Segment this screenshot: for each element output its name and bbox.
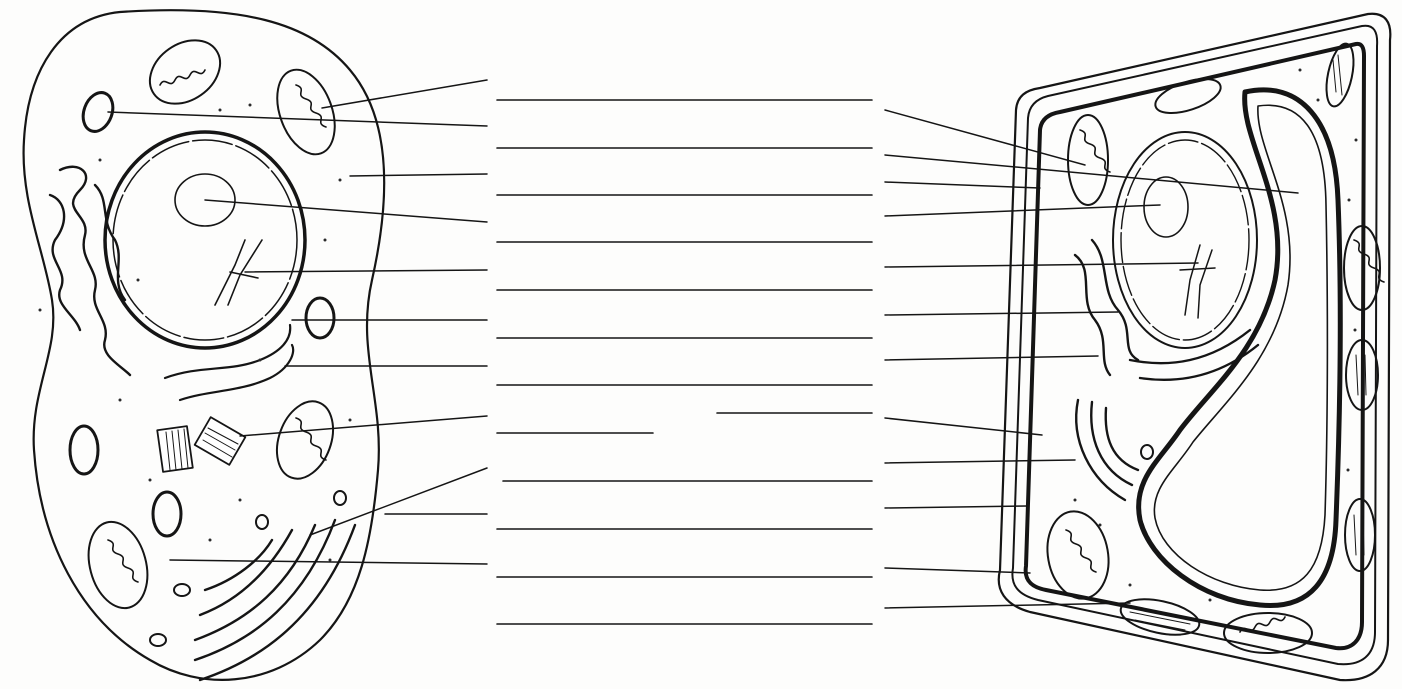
animal-vesicle-3 <box>334 491 346 505</box>
answer-blanks <box>497 100 872 624</box>
animal-lysosome-1 <box>306 298 334 338</box>
animal-leader-4 <box>205 200 487 222</box>
animal-rough-er <box>50 167 130 375</box>
animal-mitochondrion-top <box>138 27 232 116</box>
plant-leader-4 <box>885 205 1160 216</box>
animal-vesicle-5 <box>150 634 166 646</box>
plant-mitochondrion-top <box>1068 115 1110 205</box>
animal-mitochondrion-right <box>267 62 346 162</box>
plant-leader-12 <box>885 603 1130 608</box>
plant-leader-2 <box>885 155 1298 193</box>
animal-leader-11 <box>170 560 487 564</box>
animal-leader-2 <box>108 112 487 126</box>
animal-mitochondrion-bottom <box>80 515 157 614</box>
animal-leader-8 <box>240 416 487 436</box>
plant-leader-7 <box>885 356 1098 360</box>
plant-nucleus <box>1113 132 1257 348</box>
plant-leader-3 <box>885 182 1040 188</box>
plant-ribosomes <box>1074 69 1358 602</box>
animal-nucleus <box>105 132 305 348</box>
animal-leader-5 <box>245 270 487 272</box>
animal-leader-1 <box>322 80 487 108</box>
plant-leader-6 <box>885 312 1118 315</box>
animal-cell <box>24 10 487 680</box>
animal-leader-3 <box>350 174 487 176</box>
plant-leader-1 <box>885 110 1085 165</box>
animal-vesicle-2 <box>256 515 268 529</box>
plant-cell <box>885 14 1390 680</box>
plant-leader-10 <box>885 506 1028 508</box>
plant-leader-9 <box>885 460 1075 463</box>
animal-vacuole-2 <box>153 492 181 536</box>
plant-chromosome <box>1180 245 1215 318</box>
animal-leader-9 <box>310 468 487 535</box>
animal-mitochondrion-mid <box>267 394 343 487</box>
plant-mitochondrion-bottom <box>1041 506 1115 603</box>
animal-vacuole-1 <box>70 426 98 474</box>
plant-leader-5 <box>885 263 1198 267</box>
plant-nucleolus <box>1144 177 1188 237</box>
plant-leader-11 <box>885 568 1030 573</box>
animal-centrioles <box>157 417 245 472</box>
animal-golgi-apparatus <box>195 520 355 680</box>
animal-vesicle-4 <box>174 584 190 596</box>
